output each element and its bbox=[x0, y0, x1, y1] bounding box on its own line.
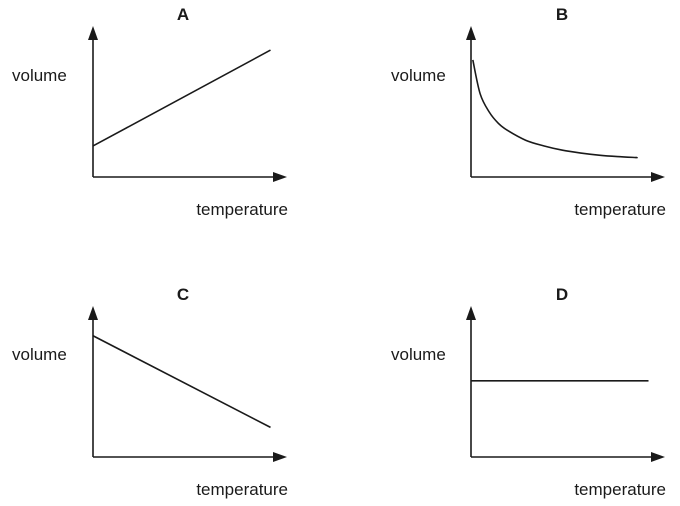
x-axis-arrow-a bbox=[273, 172, 287, 182]
ylabel-b: volume bbox=[391, 66, 446, 85]
panel-title-a: A bbox=[177, 5, 189, 24]
xlabel-a: temperature bbox=[196, 200, 288, 219]
x-axis-arrow-d bbox=[651, 452, 665, 462]
y-axis-arrow-a bbox=[88, 26, 98, 40]
y-axis-arrow-b bbox=[466, 26, 476, 40]
xlabel-c: temperature bbox=[196, 480, 288, 499]
y-axis-arrow-c bbox=[88, 306, 98, 320]
series-line-c bbox=[92, 335, 271, 429]
x-axis-arrow-c bbox=[273, 452, 287, 462]
ylabel-a: volume bbox=[12, 66, 67, 85]
ylabel-d: volume bbox=[391, 345, 446, 364]
xlabel-d: temperature bbox=[574, 480, 666, 499]
y-axis-arrow-d bbox=[466, 306, 476, 320]
series-line-a bbox=[92, 49, 271, 147]
graph-panel-a: A volume temperature bbox=[12, 5, 288, 219]
xlabel-b: temperature bbox=[574, 200, 666, 219]
panel-title-b: B bbox=[556, 5, 568, 24]
panel-title-d: D bbox=[556, 285, 568, 304]
series-line-b bbox=[472, 59, 638, 159]
graph-panel-b: B volume temperature bbox=[391, 5, 666, 219]
ylabel-c: volume bbox=[12, 345, 67, 364]
graph-panel-c: C volume temperature bbox=[12, 285, 288, 499]
panel-title-c: C bbox=[177, 285, 189, 304]
x-axis-arrow-b bbox=[651, 172, 665, 182]
graph-panel-d: D volume temperature bbox=[391, 285, 666, 499]
